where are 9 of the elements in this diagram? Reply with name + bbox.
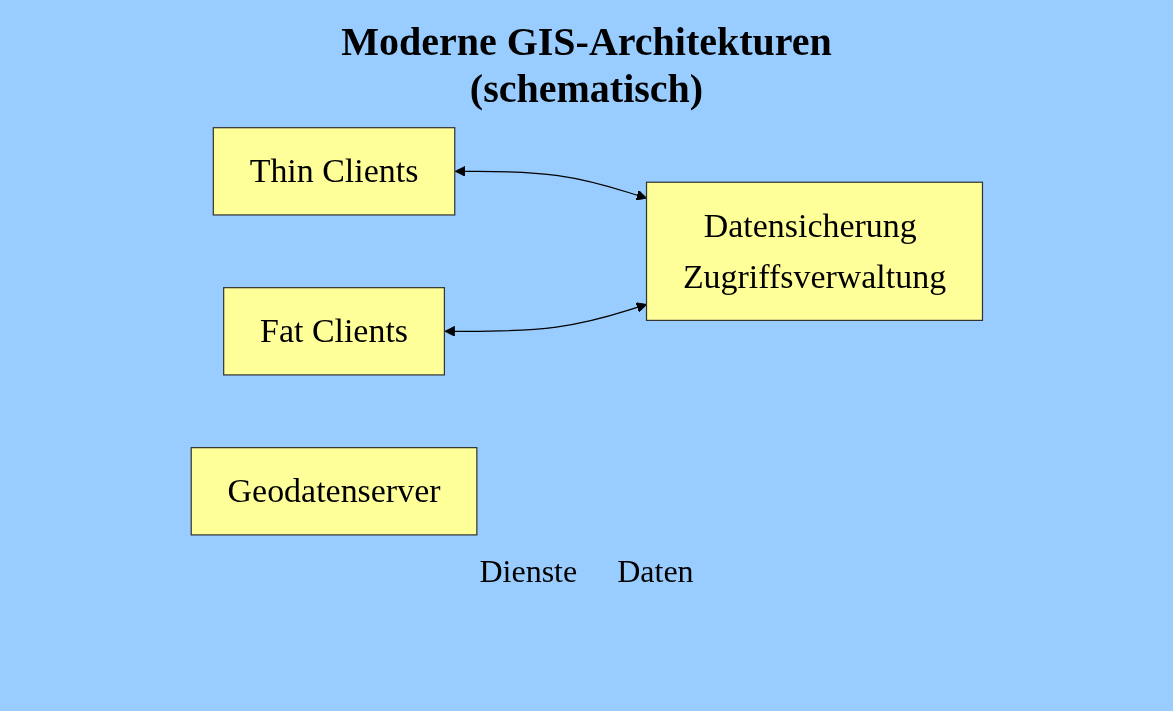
arrow: [454, 166, 647, 201]
connector-label: Daten: [617, 552, 694, 590]
node-box: Datensicherung Zugriffsverwaltung: [645, 181, 983, 321]
connector-label: Dienste: [479, 552, 578, 590]
node-box: Fat Clients: [222, 287, 445, 376]
arrow: [444, 302, 647, 337]
node-box: Thin Clients: [212, 127, 456, 216]
diagram-title: Moderne GIS-Architekturen (schematisch): [340, 18, 833, 112]
node-box: Geodatenserver: [190, 447, 478, 536]
